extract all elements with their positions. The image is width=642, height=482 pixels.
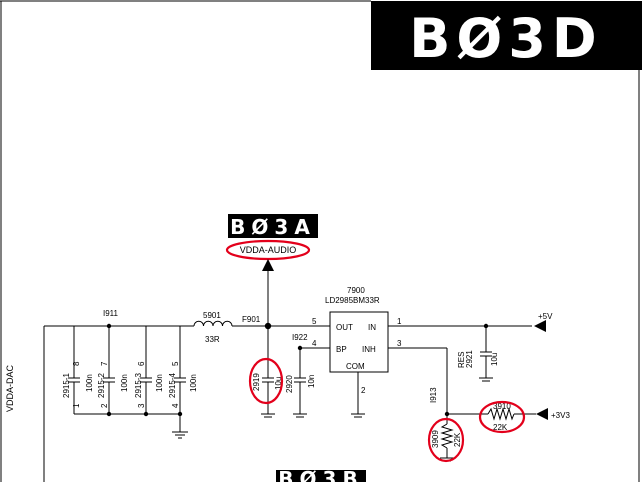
- regulator-pin-out: OUT: [336, 323, 353, 332]
- regulator-pin-inh-num: 3: [397, 339, 402, 348]
- cap-array-2915: [68, 326, 188, 439]
- node-label-f901: F901: [242, 315, 261, 324]
- inductor-value: 33R: [205, 335, 220, 344]
- net-label-vdda-dac: VDDA-DAC: [5, 364, 15, 412]
- cap-2920-value: 10n: [307, 375, 316, 388]
- net-label-plus-3v3: +3V3: [551, 411, 570, 420]
- cap-array-pin-3: 3: [137, 403, 146, 408]
- cap-2921-res-tag: RES: [457, 352, 466, 368]
- title-block-main: BØ3D: [371, 1, 642, 70]
- title-block-section: BØ3A: [228, 214, 318, 239]
- cap-2921-value: 10u: [490, 353, 499, 366]
- regulator-pin-inh: INH: [362, 345, 376, 354]
- node-label-i911: I911: [103, 309, 119, 318]
- regulator-pin-in-num: 1: [397, 317, 402, 326]
- cap-array-pin-5: 5: [171, 361, 180, 366]
- inductor-5901: [193, 320, 233, 327]
- cap-2921-ref: 2921: [465, 350, 474, 368]
- regulator-pin-bp-num: 4: [312, 339, 317, 348]
- cap-array-ref-1: 2915-1: [62, 373, 71, 398]
- regulator-pin-bp: BP: [336, 345, 347, 354]
- plus-5v-arrow: [534, 320, 546, 332]
- resistor-3909: [440, 423, 454, 462]
- cap-array-value-2: 100n: [120, 374, 129, 392]
- cap-array-value-1: 100n: [85, 374, 94, 392]
- cap-array-ref-2: 2915-2: [97, 373, 106, 398]
- regulator-pin-out-num: 5: [312, 317, 317, 326]
- highlight-resistor-3910: [478, 400, 526, 434]
- resistor-3909-value: 22K: [453, 432, 462, 447]
- vdda-audio-arrow: [262, 259, 274, 271]
- cap-array-pin-6: 6: [137, 361, 146, 366]
- cap-array-ref-3: 2915-3: [134, 373, 143, 398]
- net-label-plus-5v: +5V: [538, 312, 553, 321]
- cap-array-pin-1: 1: [72, 403, 81, 408]
- capacitor-2919: [261, 326, 275, 418]
- node-label-i913: I913: [429, 387, 438, 403]
- net-label-vdda-audio: VDDA-AUDIO: [240, 245, 297, 255]
- cap-array-pin-8: 8: [72, 361, 81, 366]
- cap-2920-ref: 2920: [285, 375, 294, 393]
- title-block-main-text: BØ3D: [409, 7, 602, 70]
- node-label-i922: I922: [292, 333, 308, 342]
- highlight-cap-2919: [248, 357, 284, 405]
- cap-array-pin-2: 2: [100, 403, 109, 408]
- resistor-3910-ref: 3910: [493, 402, 511, 411]
- cap-2919-value: 10u: [274, 377, 283, 390]
- title-block-bottom: BØ3B: [276, 467, 366, 482]
- cap-array-pin-7: 7: [100, 361, 109, 366]
- resistor-3910: [487, 407, 515, 421]
- title-block-section-text: BØ3A: [230, 215, 316, 239]
- resistor-3910-value: 22K: [493, 423, 508, 432]
- capacitor-2920: [293, 348, 307, 418]
- cap-array-ref-4: 2915-4: [168, 373, 177, 398]
- cap-array-value-4: 100n: [189, 374, 198, 392]
- regulator-ref: 7900: [347, 286, 365, 295]
- highlight-resistor-3909: [427, 417, 465, 463]
- cap-2919-ref: 2919: [252, 373, 261, 391]
- regulator-pin-in: IN: [368, 323, 376, 332]
- title-block-bottom-text: BØ3B: [278, 467, 363, 482]
- inductor-ref: 5901: [203, 311, 221, 320]
- cap-array-pin-4: 4: [171, 403, 180, 408]
- cap-array-value-3: 100n: [155, 374, 164, 392]
- regulator-pin-com-num: 2: [361, 386, 366, 395]
- regulator-part: LD2985BM33R: [325, 296, 380, 305]
- regulator-7900: [329, 311, 389, 418]
- resistor-3909-ref: 3909: [431, 430, 440, 448]
- capacitor-2921: [479, 326, 493, 382]
- regulator-pin-com: COM: [346, 362, 365, 371]
- plus-3v3-arrow: [536, 408, 548, 420]
